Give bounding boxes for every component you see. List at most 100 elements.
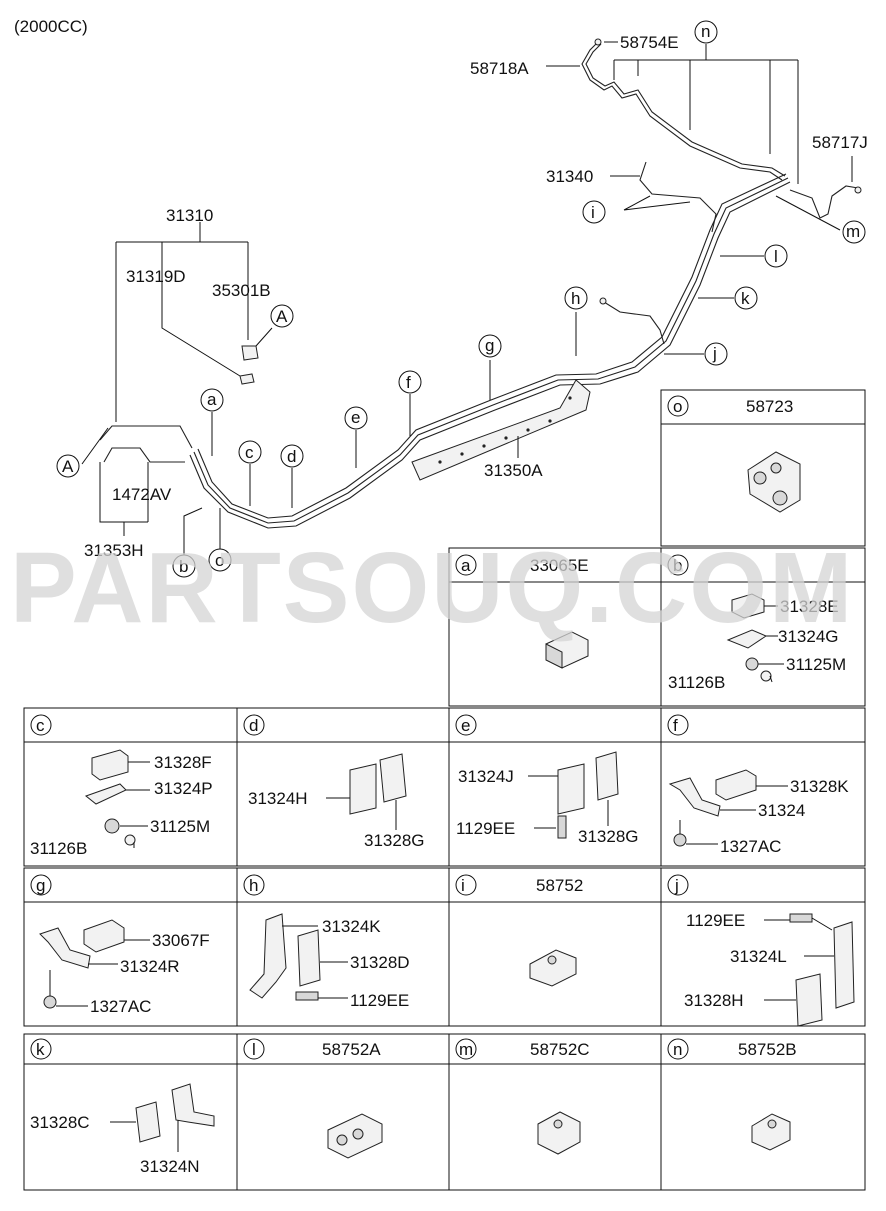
bracket-31350A (411, 379, 591, 481)
callout-c: c (238, 440, 262, 464)
svg-text:31328E: 31328E (780, 597, 839, 616)
svg-text:a: a (207, 390, 217, 409)
svg-text:31328G: 31328G (364, 831, 425, 850)
svg-text:b: b (179, 557, 188, 576)
detail-box-j: j 1129EE 31324L 31328H (660, 867, 866, 1027)
svg-text:31328K: 31328K (790, 777, 849, 796)
svg-text:31324R: 31324R (120, 957, 180, 976)
leader-A-lower (81, 427, 109, 465)
svg-text:33067F: 33067F (152, 931, 210, 950)
svg-text:n: n (673, 1040, 682, 1059)
svg-text:1129EE: 1129EE (456, 819, 515, 838)
detail-box-o: o 58723 (660, 389, 866, 547)
svg-text:g: g (36, 876, 45, 895)
clip-58752 (529, 949, 577, 987)
leader-31310 (115, 222, 249, 422)
detail-box-g: g 33067F 31324R 1327AC (23, 867, 238, 1027)
svg-text:f: f (673, 716, 678, 735)
svg-text:g: g (485, 336, 494, 355)
svg-text:e: e (461, 716, 470, 735)
callout-n: n (694, 20, 718, 44)
callout-i: i (582, 200, 606, 224)
left-pipe-upper (99, 425, 193, 449)
callout-o: o (208, 548, 232, 572)
leader-i (623, 195, 691, 211)
svg-text:31328C: 31328C (30, 1113, 90, 1132)
svg-text:m: m (846, 222, 860, 241)
pipe-31340 (639, 161, 717, 233)
svg-text:58752B: 58752B (738, 1040, 797, 1059)
svg-text:31328D: 31328D (350, 953, 410, 972)
leader-m (775, 195, 841, 231)
callout-h: h (564, 286, 588, 310)
svg-text:h: h (571, 289, 580, 308)
pipe-end-fitting (599, 297, 607, 305)
svg-text:l: l (774, 247, 778, 266)
svg-text:d: d (249, 716, 258, 735)
svg-text:c: c (36, 716, 45, 735)
callout-A-upper: A (270, 304, 294, 328)
left-pipe-lower (103, 447, 185, 463)
variant-label: (2000CC) (14, 17, 88, 36)
svg-text:31328G: 31328G (578, 827, 639, 846)
svg-text:1327AC: 1327AC (90, 997, 151, 1016)
label-58717J: 58717J (812, 133, 868, 152)
svg-text:l: l (252, 1040, 256, 1059)
svg-text:o: o (673, 397, 682, 416)
label-1472AV: 1472AV (112, 485, 172, 504)
label-58718A: 58718A (470, 59, 529, 78)
clip-35301B (241, 345, 259, 361)
svg-text:31328H: 31328H (684, 991, 744, 1010)
svg-text:58752C: 58752C (530, 1040, 590, 1059)
svg-text:31126B: 31126B (668, 673, 725, 692)
svg-text:1129EE: 1129EE (686, 911, 745, 930)
detail-box-c: c 31328F 31324P 31125M 31126B (23, 707, 238, 867)
detail-box-b: b 31328E 31324G 31125M 31126B (660, 547, 866, 707)
detail-box-k: k 31328C 31324N (23, 1033, 238, 1191)
svg-text:b: b (673, 556, 682, 575)
detail-box-e: e 31324J 1129EE 31328G (448, 707, 662, 867)
detail-box-f: f 31328K 31324 1327AC (660, 707, 866, 867)
leader-n (613, 44, 799, 184)
svg-text:e: e (351, 408, 360, 427)
svg-text:k: k (36, 1040, 45, 1059)
detail-box-i: i 58752 (448, 867, 662, 1027)
svg-text:58752: 58752 (536, 876, 583, 895)
svg-text:31324J: 31324J (458, 767, 514, 786)
callout-a: a (200, 388, 224, 412)
svg-text:f: f (406, 373, 411, 392)
callout-j: j (704, 342, 728, 366)
branch-pipe (603, 301, 665, 345)
callout-d: d (280, 444, 304, 468)
main-fuel-line-assembly: 31310 31319D 35301B 31353H 1472AV 31350A… (56, 20, 868, 578)
svg-text:33065E: 33065E (530, 556, 589, 575)
label-31353H: 31353H (84, 541, 144, 560)
svg-text:j: j (674, 876, 679, 895)
svg-text:31324L: 31324L (730, 947, 787, 966)
watermark: PARTSOUQ.COM (10, 532, 854, 644)
callout-f: f (398, 370, 422, 394)
svg-text:31328F: 31328F (154, 753, 212, 772)
clip-58752C (537, 1111, 581, 1155)
svg-text:31126B: 31126B (30, 839, 87, 858)
svg-text:58752A: 58752A (322, 1040, 381, 1059)
callout-A-lower: A (56, 454, 80, 478)
svg-text:m: m (459, 1040, 473, 1059)
svg-text:58723: 58723 (746, 397, 793, 416)
svg-text:h: h (249, 876, 258, 895)
upper-pipe-58718A (581, 41, 783, 181)
callout-m: m (842, 220, 866, 244)
pipe-end-fitting-upper (594, 38, 602, 46)
callout-k: k (734, 286, 758, 310)
pipe-end-fitting-right (854, 186, 862, 194)
bracket-holes (438, 396, 572, 464)
svg-text:o: o (215, 551, 224, 570)
callout-b: b (172, 554, 196, 578)
svg-text:31324K: 31324K (322, 917, 381, 936)
pipe-58717J (789, 185, 859, 219)
svg-text:d: d (287, 447, 296, 466)
svg-text:31125M: 31125M (786, 655, 846, 674)
svg-text:i: i (591, 203, 595, 222)
callout-l: l (764, 244, 788, 268)
